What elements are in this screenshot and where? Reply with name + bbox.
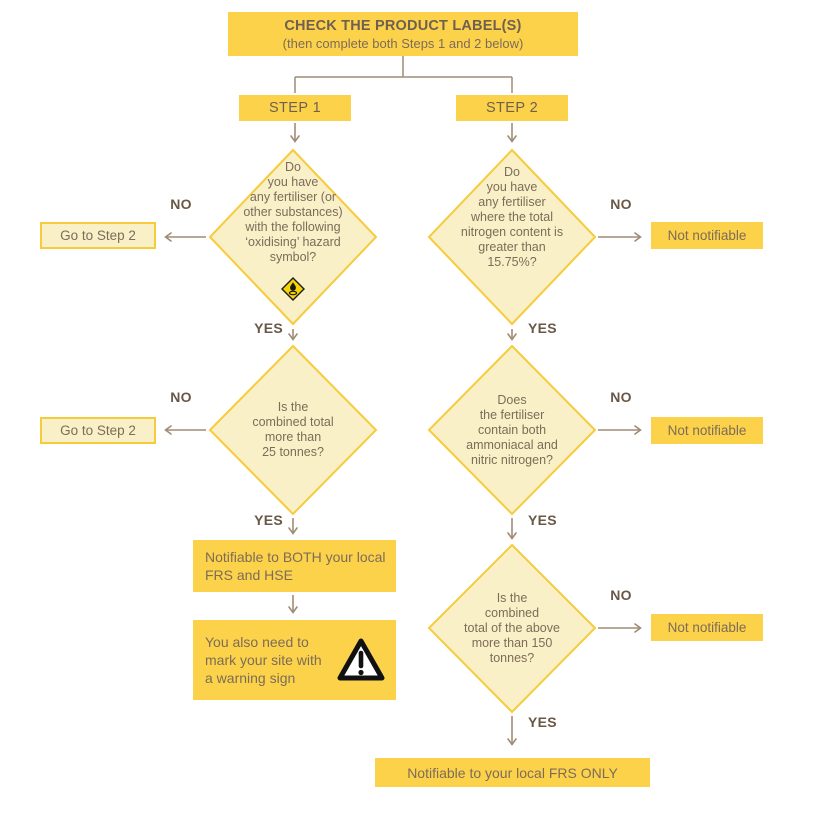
- header-box: CHECK THE PRODUCT LABEL(S) (then complet…: [228, 12, 578, 56]
- step1-box: STEP 1: [239, 95, 351, 121]
- header-title: CHECK THE PRODUCT LABEL(S): [284, 17, 522, 34]
- goto-step2-box-2: Go to Step 2: [40, 417, 156, 444]
- oxidising-hazard-icon: [281, 277, 305, 301]
- warning-triangle-icon: [337, 638, 385, 681]
- not-notifiable-box-1: Not notifiable: [651, 222, 763, 249]
- decision-diamonds: [208, 148, 597, 714]
- decision-s1q1-text: Do you have any fertiliser (or other sub…: [243, 160, 343, 264]
- decision-s2q2-text: Does the fertiliser contain both ammonia…: [466, 393, 558, 467]
- decision-s2q3-diamond: [427, 543, 597, 714]
- decision-s2q2-diamond: [427, 344, 597, 516]
- not-notifiable-box-3: Not notifiable: [651, 614, 763, 641]
- no-label-s2q2: NO: [610, 389, 632, 405]
- header-subtitle: (then complete both Steps 1 and 2 below): [282, 35, 524, 51]
- no-label-s2q1: NO: [610, 196, 632, 212]
- yes-label-s1q1: YES: [254, 320, 283, 336]
- decision-s2q1-diamond: [427, 148, 597, 326]
- goto-step2-box-1: Go to Step 2: [40, 222, 156, 249]
- decision-s2q1-text: Do you have any fertiliser where the tot…: [460, 165, 564, 269]
- not-notifiable-box-2: Not notifiable: [651, 417, 763, 444]
- flow-arrows: [164, 123, 642, 746]
- result-step2-box: Notifiable to your local FRS ONLY: [375, 758, 650, 787]
- result-step1-box: Notifiable to BOTH your local FRS and HS…: [193, 540, 396, 592]
- decision-s2q3-text: Is the combined total of the above more …: [464, 591, 560, 665]
- no-label-s1q1: NO: [170, 196, 192, 212]
- result-step1-text: Notifiable to BOTH your local FRS and HS…: [205, 549, 386, 583]
- yes-label-s2q2: YES: [528, 512, 557, 528]
- no-label-s2q3: NO: [610, 587, 632, 603]
- yes-label-s1q2: YES: [254, 512, 283, 528]
- decision-s1q1-diamond: [208, 148, 378, 326]
- decision-s1q2-text: Is the combined total more than 25 tonne…: [252, 400, 334, 459]
- header-connector-lines: [294, 56, 513, 93]
- yes-label-s2q1: YES: [528, 320, 557, 336]
- warning-note-text: You also need to mark your site with a w…: [205, 634, 322, 686]
- no-label-s1q2: NO: [170, 389, 192, 405]
- warning-note-box: You also need to mark your site with a w…: [193, 620, 396, 700]
- decision-s1q2-diamond: [208, 344, 378, 516]
- yes-label-s2q3: YES: [528, 714, 557, 730]
- step2-box: STEP 2: [456, 95, 568, 121]
